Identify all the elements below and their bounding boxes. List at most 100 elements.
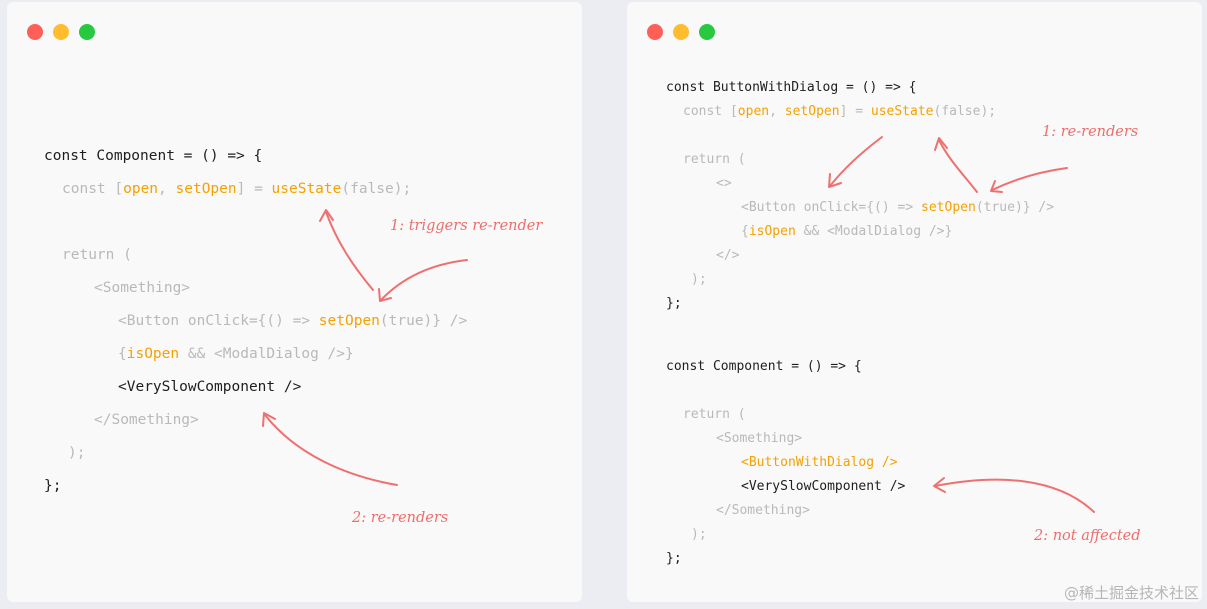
arrow-to-veryslow [264,414,398,486]
code-token-highlight: isOpen [748,224,796,239]
code-token-highlight: isOpen [126,346,180,362]
code-token: return ( [683,407,746,422]
arrow-from-note-1-head [990,180,1003,193]
arrow-to-usestate-head [934,137,948,151]
annotation-rerenders: 1: re-renders [1042,124,1139,140]
code-line: <Something> [94,280,190,296]
code-token: const [ [683,104,738,119]
annotation-triggers-rerender: 1: triggers re-render [390,218,543,234]
window-close-dot [27,24,43,40]
code-token: { [741,224,749,239]
code-token: { [118,346,127,362]
code-token: <VerySlowComponent /> [741,479,906,494]
code-line: <> [716,176,732,191]
code-line: const Component = () => { [44,148,262,164]
code-line: }; [666,551,682,566]
code-token: , [769,104,785,119]
window-minimize-dot [673,24,689,40]
code-line: return ( [683,152,746,167]
code-line: return ( [683,407,746,422]
watermark: @稀土掘金技术社区 [1063,584,1199,602]
code-line: <ButtonWithDialog /> [741,455,898,470]
code-token: }; [666,551,682,566]
code-line: <Something> [716,431,802,446]
code-line: }; [666,296,682,311]
annotation-not-affected: 2: not affected [1034,528,1141,544]
code-token-highlight: setOpen [175,181,237,197]
code-token: <VerySlowComponent /> [118,379,302,395]
code-token: </Something> [716,503,810,518]
code-token: const Component = () => { [666,359,862,374]
annotation-rerenders: 2: re-renders [352,510,449,526]
code-line: const [open, setOpen] = useState(false); [683,104,996,119]
window-close-dot [647,24,663,40]
code-line: {isOpen && <ModalDialog />} [118,346,354,362]
arrow-to-veryslow [934,478,1095,513]
arrow-to-usestate-head [319,209,334,222]
code-token: <Something> [716,431,803,446]
code-token: }; [44,478,62,494]
code-token: <Button onClick={() => [118,313,319,329]
code-token-highlight: useState [870,104,934,119]
code-line: ); [691,272,707,287]
arrow-to-veryslow-head [933,477,946,493]
code-token: <> [716,176,732,191]
window-maximize-dot [79,24,95,40]
code-token: </Something> [94,412,199,428]
arrow-to-button-line-head [828,173,842,188]
code-token: return ( [683,152,746,167]
window-maximize-dot [699,24,715,40]
code-token: ); [691,527,707,542]
code-token: ); [68,445,86,461]
arrow-from-note-1-head [378,288,392,302]
code-token: const [ [62,181,124,197]
code-token: && <ModalDialog />} [179,346,354,362]
arrow-from-note-1 [380,259,468,301]
code-token-highlight: useState [271,181,342,197]
code-token-highlight: open [737,104,770,119]
arrows-left [262,209,468,486]
code-line: </Something> [716,503,810,518]
code-token: ] = [839,104,871,119]
code-line: ); [68,445,85,461]
code-line: </Something> [94,412,199,428]
code-line: const [open, setOpen] = useState(false); [62,181,411,197]
code-line: <Button onClick={() => setOpen(true)} /> [118,313,467,329]
arrows-right [828,136,1095,513]
code-token-highlight: <ButtonWithDialog /> [741,455,898,470]
arrow-from-note-1 [991,167,1068,191]
code-token-highlight: setOpen [784,104,840,119]
code-line: <VerySlowComponent /> [118,379,301,395]
code-line: <Button onClick={() => setOpen(true)} /> [741,200,1054,215]
code-token-highlight: setOpen [921,200,976,215]
code-token: (true)} /> [379,313,468,329]
code-token: return ( [62,247,132,263]
code-line: }; [44,478,61,494]
code-token: , [158,181,176,197]
code-line: ); [691,527,707,542]
arrow-to-button-line [829,136,883,187]
code-line: const ButtonWithDialog = () => { [666,80,916,95]
code-token: (true)} /> [975,200,1055,215]
code-line: <VerySlowComponent /> [741,479,905,494]
code-token: (false); [341,181,412,197]
arrow-to-veryslow-head [262,412,276,427]
code-token: const ButtonWithDialog = () => { [666,80,917,95]
code-token: }; [666,296,682,311]
code-line: const Component = () => { [666,359,862,374]
code-token: </> [716,248,740,263]
code-token-highlight: open [123,181,159,197]
code-token: && <ModalDialog />} [795,224,953,239]
arrow-to-usestate [938,139,978,193]
code-line: </> [716,248,739,263]
code-line: return ( [62,247,132,263]
code-panel-left: const Component = () => { const [open, se… [7,2,582,602]
arrow-to-usestate [325,211,374,291]
code-token: const Component = () => { [44,148,263,164]
code-token: <Something> [94,280,191,296]
code-token-highlight: setOpen [318,313,380,329]
window-minimize-dot [53,24,69,40]
code-token: ); [691,272,707,287]
code-line: {isOpen && <ModalDialog />} [741,224,952,239]
code-token: ] = [236,181,272,197]
